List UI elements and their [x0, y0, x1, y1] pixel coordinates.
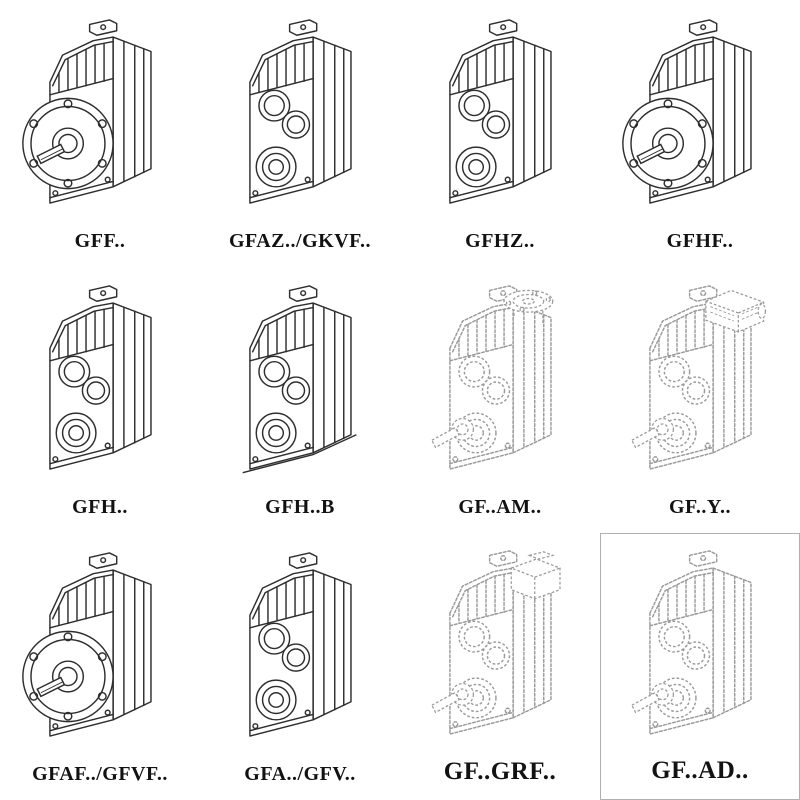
catalog-cell-gf-grf: GF..GRF..: [400, 533, 600, 800]
drawing-area: [602, 271, 798, 495]
drawing-area: [202, 271, 398, 495]
flange-gearbox-drawing-icon: [22, 552, 152, 737]
catalog-cell-gff: GFF..: [0, 0, 200, 267]
drawing-area: [202, 4, 398, 228]
catalog-cell-gfh: GFH..: [0, 267, 200, 534]
gearbox-motor-drawing-icon: [631, 285, 767, 471]
model-label: GFHF..: [666, 229, 734, 252]
catalog-cell-gfh-b: GFH..B: [200, 267, 400, 534]
model-label: GF..Y..: [668, 496, 732, 519]
drawing-area: [402, 537, 598, 756]
drawing-area: [603, 538, 797, 755]
gearbox-shaft-input-drawing-icon: [631, 549, 752, 735]
model-label: GF..AD..: [651, 756, 749, 784]
foot-gearbox-drawing-icon: [242, 285, 357, 474]
model-label: GFH..: [72, 496, 128, 519]
gearbox-input-flange-drawing-icon: [431, 285, 554, 471]
model-label: GFA../GFV..: [244, 762, 356, 785]
drawing-area: [2, 271, 198, 495]
catalog-cell-gfa-gfv: GFA../GFV..: [200, 533, 400, 800]
shaft-gearbox-drawing-icon: [249, 552, 352, 737]
catalog-cell-gfaf-gfvf: GFAF../GFVF..: [0, 533, 200, 800]
shaft-gearbox-drawing-icon: [449, 19, 552, 204]
model-label: GFAF../GFVF..: [32, 762, 168, 785]
drawing-area: [402, 271, 598, 495]
shaft-gearbox-drawing-icon: [49, 285, 152, 471]
gearbox-adapter-drawing-icon: [431, 549, 561, 735]
flange-gearbox-drawing-icon: [622, 19, 752, 204]
catalog-cell-gf-y: GF..Y..: [600, 267, 800, 534]
catalog-cell-gfhz: GFHZ..: [400, 0, 600, 267]
model-label: GFAZ../GKVF..: [228, 229, 372, 252]
drawing-area: [2, 4, 198, 228]
catalog-cell-gfaz-gkvf: GFAZ../GKVF..: [200, 0, 400, 267]
shaft-gearbox-drawing-icon: [249, 19, 352, 204]
drawing-area: [602, 4, 798, 228]
model-label: GFHZ..: [465, 229, 535, 252]
flange-gearbox-drawing-icon: [22, 19, 152, 204]
catalog-cell-gfhf: GFHF..: [600, 0, 800, 267]
drawing-area: [402, 4, 598, 228]
model-label: GFH..B: [265, 496, 335, 519]
model-label: GFF..: [74, 229, 126, 252]
model-label: GF..GRF..: [443, 757, 557, 785]
model-label: GF..AM..: [458, 496, 542, 519]
drawing-area: [202, 537, 398, 761]
drawing-area: [2, 537, 198, 761]
catalog-cell-gf-am: GF..AM..: [400, 267, 600, 534]
catalog-cell-gf-ad: GF..AD..: [600, 533, 800, 800]
